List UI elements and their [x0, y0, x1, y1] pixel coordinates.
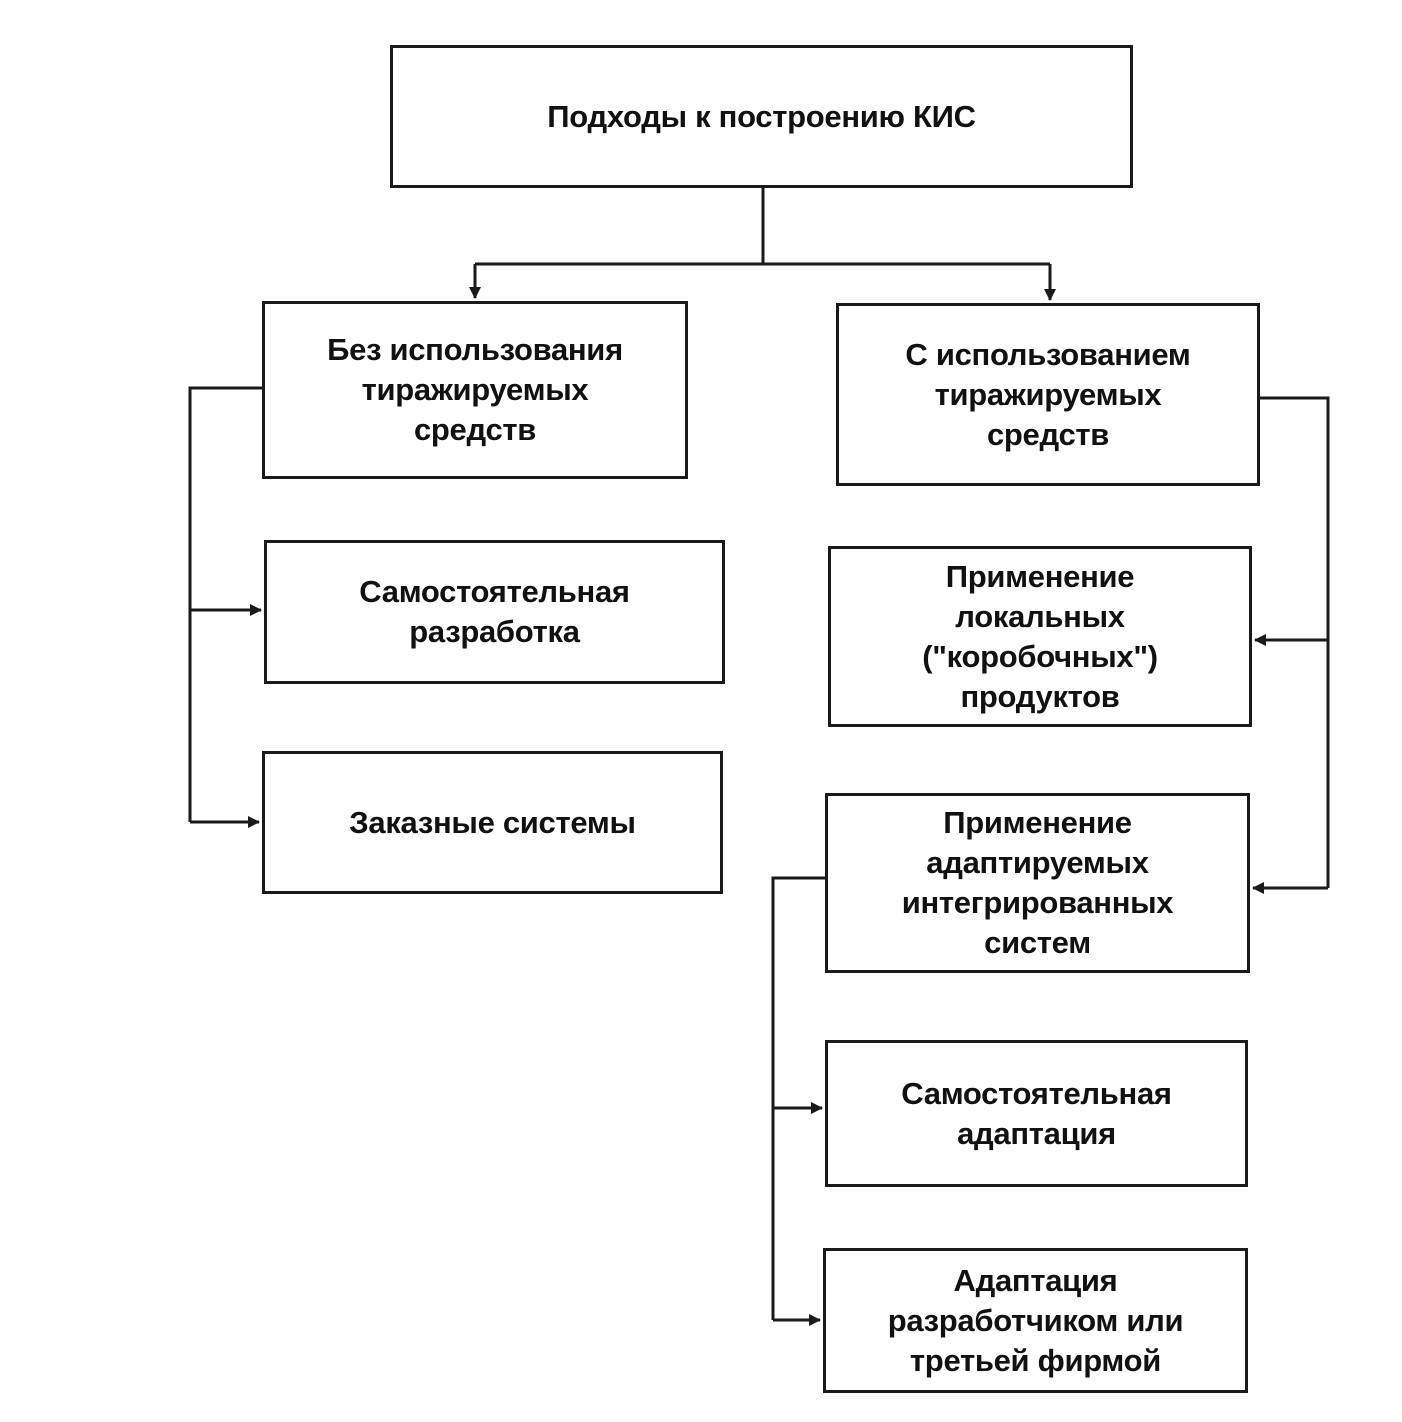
node-custom-systems-label: Заказные системы [349, 804, 636, 840]
node-self-development-label: Самостоятельная разработка [359, 574, 630, 649]
node-with-replicable-tools: С использованием тиражируемых средств [836, 303, 1260, 486]
root-node: Подходы к построению КИС [390, 45, 1133, 188]
node-custom-systems: Заказные системы [262, 751, 723, 894]
node-adaptive-integrated-systems: Применение адаптируемых интегрированных … [825, 793, 1250, 973]
node-self-adaptation: Самостоятельная адаптация [825, 1040, 1248, 1187]
node-without-replicable-tools-label: Без использования тиражируемых средств [327, 332, 623, 447]
node-self-development: Самостоятельная разработка [264, 540, 725, 684]
node-adaptive-integrated-systems-label: Применение адаптируемых интегрированных … [901, 805, 1174, 960]
node-local-boxed-products: Применение локальных ("коробочных") прод… [828, 546, 1252, 727]
left-bracket-line [188, 386, 262, 822]
node-third-party-adaptation: Адаптация разработчиком или третьей фирм… [823, 1248, 1248, 1393]
node-with-replicable-tools-label: С использованием тиражируемых средств [905, 336, 1191, 452]
sub-bracket-line [771, 876, 825, 1320]
node-local-boxed-products-label: Применение локальных ("коробочных") прод… [922, 558, 1158, 714]
node-third-party-adaptation-label: Адаптация разработчиком или третьей фирм… [887, 1262, 1184, 1378]
node-without-replicable-tools: Без использования тиражируемых средств [262, 301, 688, 479]
root-node-label: Подходы к построению КИС [547, 98, 976, 134]
right-bracket-line [1260, 396, 1330, 888]
node-self-adaptation-label: Самостоятельная адаптация [901, 1075, 1172, 1151]
